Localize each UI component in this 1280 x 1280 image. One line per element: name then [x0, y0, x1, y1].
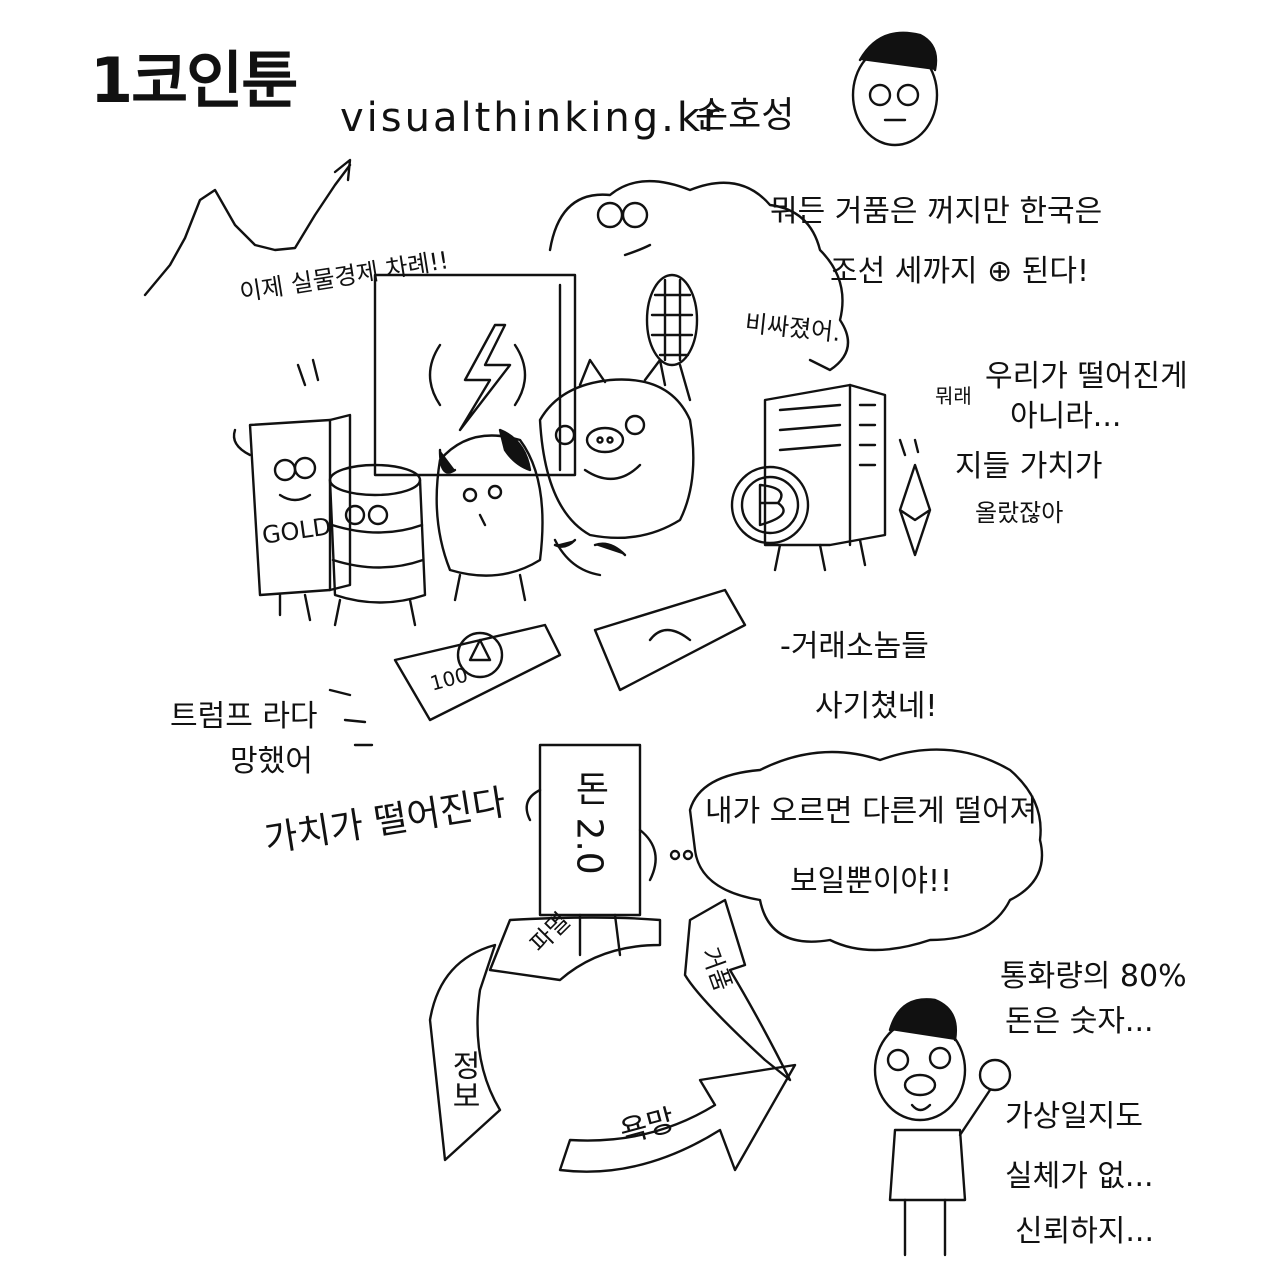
- cycle-arrow-greed: [558, 1063, 797, 1173]
- cycle-arrow-info: [428, 943, 502, 1162]
- trump-line2: 망했어: [230, 744, 313, 779]
- pig-thought-line2: 조선 세까지 ⊕ 된다!: [830, 254, 1089, 289]
- cycle-info-label: 정보: [445, 1050, 481, 1110]
- reality-line4: 실체가 없...: [1005, 1159, 1154, 1194]
- comic-title: 1코인툰: [90, 44, 298, 117]
- banknote-dollar: [393, 623, 562, 722]
- trump-line1: 트럼프 라다: [170, 699, 318, 734]
- building-character: [763, 383, 887, 572]
- money-character: [525, 743, 657, 957]
- chart-arrowhead: [333, 158, 352, 182]
- bitcoin-icon: [730, 465, 810, 545]
- author-face-icon: [851, 31, 939, 147]
- gold-bar-character: [232, 413, 352, 622]
- speech-cloud: [688, 748, 1044, 952]
- cycle-arrow-bubble: [683, 898, 792, 1082]
- tablet-screen: [373, 273, 577, 477]
- not-falling-line2: 아니라...: [1010, 399, 1122, 434]
- author-name: 손호성: [695, 95, 795, 136]
- dog-character: [435, 428, 544, 602]
- reality-line5: 신뢰하지...: [1015, 1214, 1155, 1249]
- oil-barrel-character: [328, 463, 427, 627]
- value-rose-line2: 올랐잖아: [975, 499, 1064, 527]
- author-character-bottom: [873, 998, 1012, 1257]
- reality-line3: 가상일지도: [1005, 1099, 1143, 1134]
- reality-line2: 돈은 숫자...: [1005, 1004, 1154, 1039]
- pig-character: [538, 358, 695, 577]
- money-label: 돈 2.0: [568, 770, 610, 875]
- magnifier-icon: [978, 1058, 1012, 1092]
- site-url: visualthinking.kr: [340, 95, 723, 141]
- rise-line2: 보일뿐이야!!: [790, 864, 953, 899]
- not-falling-prefix: 뭐래: [935, 384, 972, 408]
- racket-icon: [645, 273, 699, 402]
- ethereum-icon: [898, 463, 932, 557]
- pig-thought-line1: 뭐든 거품은 꺼지만 한국은: [770, 194, 1103, 229]
- cycle-arrow-burst: [488, 916, 662, 982]
- rising-chart-line: [143, 163, 352, 297]
- value-rose-line1: 지들 가치가: [955, 449, 1103, 484]
- exchange-line1: -거래소놈들: [780, 629, 929, 664]
- rise-line1: 내가 오르면 다른게 떨어져: [705, 794, 1038, 829]
- banknote-bill: [593, 588, 747, 692]
- reality-line1: 통화량의 80%: [1000, 959, 1187, 994]
- thought-cloud: [548, 180, 850, 372]
- exchange-line2: 사기쳤네!: [815, 689, 938, 724]
- lightning-icon: [458, 323, 512, 432]
- not-falling-line1: 우리가 떨어진게: [985, 359, 1188, 394]
